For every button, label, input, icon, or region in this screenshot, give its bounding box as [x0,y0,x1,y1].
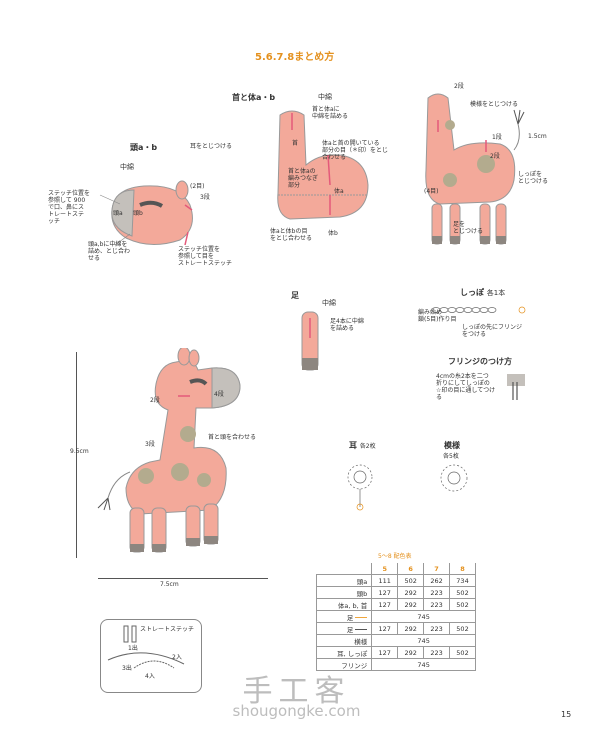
height-dimension-line [76,352,77,558]
head-a-label: 頭a [113,210,123,217]
page-number: 15 [561,710,572,719]
watermark-logo: 手工客 [242,674,351,709]
table-row: 横様 745 [315,634,476,647]
leg-stuffing: 中綿 [322,299,336,307]
giraffe-illustration [97,348,241,553]
col-head: 5 [371,563,399,575]
head-stuffing: 中綿 [120,163,134,171]
stitch-label-4: 4入 [145,673,155,680]
ear-note: 耳をとじつける [190,143,233,150]
page-title: 5.6.7.8まとめ方 [255,52,335,63]
leg-note-text: 足4本に中綿を詰める [330,318,364,332]
neck-join-note: 体aと首の開いている部分の目（＊印）をとじ合わせる [322,140,389,161]
head-illustration [99,180,193,246]
giraffe-round2: 2段 [150,397,160,404]
stitch-guide-diagram [107,625,185,669]
head-title: 頭a・b [130,143,158,152]
watermark-url: shougongke.com [232,702,361,720]
giraffe-width: 7.5cm [160,581,179,588]
giraffe-round3: 3段 [145,441,155,448]
pattern-count: 各5枚 [443,453,459,460]
col-head: 7 [423,563,451,575]
tail-note-text: しっぽの先にフリンジをつける [462,324,523,338]
leg-note: 足をとじつける [453,221,484,235]
tail-note: しっぽをとじつける [518,171,549,185]
neck-close-note: 体aと体bの目をとじ合わせる [270,228,313,242]
assembled-round4: (4目) [424,188,439,195]
fringe-note: 4cmの糸2本を二つ折りにしてしっぽの☆印の目に通してつける [436,373,496,401]
assembled-illustration [425,93,525,245]
tail-len: 1.5cm [528,133,547,140]
neck-body-title: 首と体a・b [232,93,276,102]
body-b-label: 体b [328,230,338,237]
leg-title: 足 [291,291,299,300]
leg-illustration [301,311,319,371]
head-b-label: 頭b [133,210,143,217]
ear-title: 耳 各2枚 [349,441,376,450]
stitch-guide-title: ストレートステッチ [140,626,195,633]
pattern-diagram [440,464,468,492]
head-round3: 3段 [200,194,210,201]
pattern-title: 模様 [444,441,460,450]
giraffe-height: 9.5cm [70,448,89,455]
neck-body-illustration [277,110,369,220]
stitch-guide-box [100,619,202,693]
col-head: 8 [449,563,476,575]
ear-diagram [347,464,373,511]
fringe-title: フリンジのつけ方 [448,357,512,366]
neck-label: 首 [292,140,299,147]
head-stitch-note-eye: ステッチ位置を参照して目をストレートステッチ [178,246,233,267]
head-round2: (2目) [190,183,205,190]
neck-stuffing: 中綿 [318,93,332,101]
neck-join-note2: 首と体aの編みつなぎ部分 [288,168,319,189]
stitch-label-3: 3出 [122,665,132,672]
fringe-illustration [507,374,525,400]
pattern-note: 模様をとじつける [470,101,519,108]
tail-title: しっぽ 各1本 [460,288,506,297]
stitch-label-1: 1出 [128,645,138,652]
tail-chain-diagram [431,306,526,314]
giraffe-round4: 4段 [214,391,224,398]
width-dimension-line [98,578,268,579]
neck-stuff-note: 首と体aに中綿を詰める [312,106,349,120]
head-close-note: 頭a,bに中綿を詰め、とじ合わせる [88,241,131,262]
body-a-label: 体a [334,188,344,195]
color-table-title: 5〜8 配色表 [378,553,412,560]
col-head: 6 [397,563,425,575]
tail-start: 編み始め鎖(5目)作り目 [418,309,457,323]
giraffe-join-note: 首と頭を合わせる [208,434,257,441]
table-row: フリンジ 745 [315,658,476,671]
color-table-head: 5 6 7 8 [316,563,476,575]
stitch-label-2: 2入 [172,654,182,661]
assembled-round2: 2段 [454,83,464,90]
assembled-round2b: 2段 [490,153,500,160]
table-row: 足 745 [315,610,476,623]
assembled-round1: 1段 [492,134,502,141]
